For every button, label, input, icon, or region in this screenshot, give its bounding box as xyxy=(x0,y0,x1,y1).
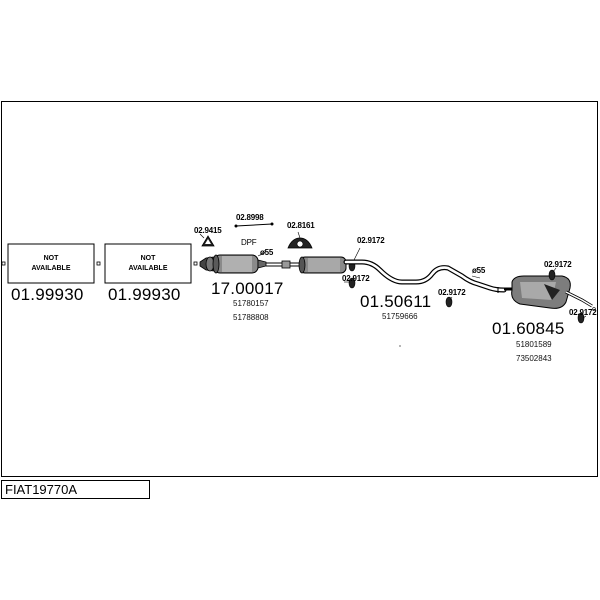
middle-diameter-label: ø55 xyxy=(472,266,486,275)
code-rear-hanger-1: 02.9172 xyxy=(544,260,572,269)
code-middle-hanger-3: 02.9172 xyxy=(438,288,466,297)
placeholder-box-1 xyxy=(7,243,95,284)
code-front-bracket: 02.8998 xyxy=(236,213,264,222)
middle-section-number: 01.50611 xyxy=(360,292,432,311)
rear-ref-1: 51801589 xyxy=(516,340,552,349)
leader-lines xyxy=(199,231,587,319)
front-section-drawing xyxy=(199,222,313,274)
diagram-frame xyxy=(1,101,598,477)
middle-section-drawing xyxy=(298,256,507,308)
front-ref-1: 51780157 xyxy=(233,299,269,308)
placeholder-box-2 xyxy=(104,243,192,284)
front-ref-2: 51788808 xyxy=(233,313,269,322)
placeholder-label-1: NOT AVAILABLE xyxy=(31,255,71,272)
rear-section-number: 01.60845 xyxy=(492,319,565,338)
code-rear-hanger-2: 02.9172 xyxy=(569,308,597,317)
code-front-clamp: 02.8161 xyxy=(287,221,315,230)
code-front-gasket: 02.9415 xyxy=(194,226,222,235)
diagram-id-label: FIAT19770A xyxy=(1,480,150,499)
placeholder-number-1: 01.99930 xyxy=(11,285,84,304)
middle-ref-1: 51759666 xyxy=(382,312,418,321)
rear-ref-2: 73502843 xyxy=(516,354,552,363)
connector-left-2 xyxy=(96,261,101,266)
code-middle-hanger-2: 02.9172 xyxy=(342,274,370,283)
connector-left-3 xyxy=(193,261,198,266)
rear-section-drawing xyxy=(399,269,596,347)
code-middle-hanger-1: 02.9172 xyxy=(357,236,385,245)
placeholder-label-2: NOT AVAILABLE xyxy=(128,255,168,272)
front-diameter-label: ø55 xyxy=(260,248,274,257)
dpf-label: DPF xyxy=(241,238,257,247)
placeholder-number-2: 01.99930 xyxy=(108,285,181,304)
front-section-number: 17.00017 xyxy=(211,279,284,298)
connector-left-1 xyxy=(1,261,6,266)
